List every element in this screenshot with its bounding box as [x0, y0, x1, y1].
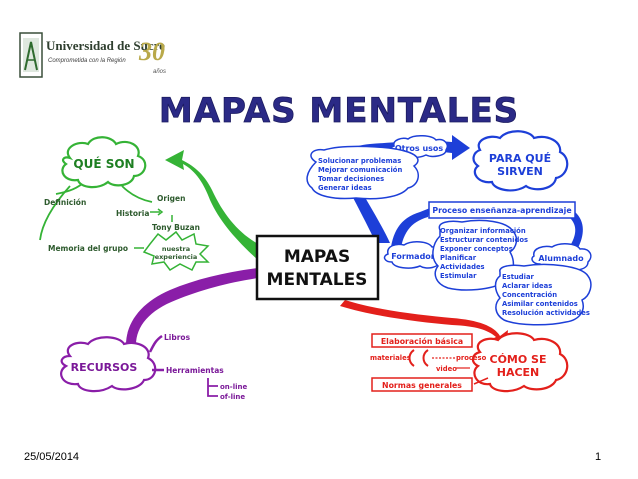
uso-item: Solucionar problemas	[318, 157, 401, 165]
materiales-label: materiales	[370, 354, 411, 362]
experiencia-line1: nuestra	[162, 245, 190, 253]
para-que-title-line1: PARA QUÉ	[489, 152, 551, 165]
recursos-cloud	[60, 336, 157, 393]
university-name: Universidad de Sucre	[46, 38, 165, 53]
que-son-cloud	[61, 136, 147, 189]
blue-sub-branch-right	[570, 212, 583, 248]
normas-label: Normas generales	[382, 381, 462, 390]
formador-item: Estimular	[440, 272, 477, 280]
university-tagline: Comprometida con la Región	[48, 58, 126, 64]
formador-label: Formador	[391, 252, 435, 261]
anniversary-suffix: años	[153, 69, 166, 75]
formador-item: Actividades	[440, 263, 485, 271]
recursos-branch: RECURSOS Libros Herramientas on-line of-…	[60, 333, 247, 401]
uso-item: Generar ideas	[318, 184, 372, 192]
alumnado-label: Alumnado	[538, 254, 584, 263]
center-label-line1: MAPAS	[284, 247, 350, 267]
para-que-branch: PARA QUÉ SIRVEN Otros usos Solucionar pr…	[306, 130, 592, 326]
usos-bubble	[306, 145, 419, 200]
proceso-label: proceso	[456, 354, 487, 362]
slide-page-number: 1	[595, 451, 602, 463]
elaboracion-box	[371, 333, 473, 348]
uso-item: Mejorar comunicación	[318, 166, 402, 174]
slide-title: MAPAS MENTALES	[159, 91, 519, 131]
uso-item: Tomar decisiones	[318, 175, 384, 183]
experiencia-burst	[142, 230, 210, 272]
center-label-line2: MENTALES	[267, 270, 368, 290]
online-label: on-line	[220, 383, 247, 391]
experiencia-line2: experiencia	[155, 253, 198, 261]
purple-branch	[126, 268, 258, 345]
formador-item: Organizar información	[440, 227, 526, 235]
alumnado-item: Aclarar ideas	[502, 282, 552, 290]
anniversary-number: 30	[138, 37, 165, 66]
formador-item: Planificar	[440, 254, 477, 262]
libros-label: Libros	[164, 333, 191, 342]
historia-label: Historia	[116, 209, 149, 218]
formador-item: Estructurar contenidos	[440, 236, 528, 244]
origen-label: Origen	[157, 194, 185, 203]
alumnado-item: Estudiar	[502, 273, 535, 281]
como-se-title-line2: HACEN	[497, 366, 540, 379]
proceso-box	[428, 201, 576, 219]
blue-branch	[338, 135, 470, 243]
otros-usos-label: Otros usos	[395, 144, 444, 153]
proceso-label: Proceso enseñanza-aprendizaje	[432, 206, 571, 215]
que-son-branch: QUÉ SON Definición Historia Origen Tony …	[39, 136, 210, 272]
como-se-branch: CÓMO SE HACEN Elaboración básica materia…	[370, 332, 569, 393]
para-que-cloud	[472, 130, 569, 192]
offline-label: of-line	[220, 393, 245, 401]
que-son-title: QUÉ SON	[73, 156, 134, 171]
video-label: video	[436, 365, 457, 373]
recursos-title: RECURSOS	[71, 361, 138, 374]
como-se-title-line1: CÓMO SE	[490, 353, 547, 366]
alumnado-item: Resolución actividades	[502, 309, 590, 317]
como-se-cloud	[471, 332, 569, 393]
center-node: MAPAS MENTALES	[255, 234, 380, 301]
herramientas-label: Herramientas	[166, 366, 224, 375]
university-logo: Universidad de Sucre Comprometida con la…	[19, 32, 166, 78]
definicion-label: Definición	[44, 198, 86, 207]
memoria-label: Memoria del grupo	[48, 244, 128, 253]
red-branch	[340, 300, 508, 352]
slide-date: 25/05/2014	[24, 451, 80, 463]
alumnado-item: Concentración	[502, 291, 557, 299]
normas-box	[371, 377, 473, 392]
para-que-title-line2: SIRVEN	[497, 165, 543, 178]
alumnado-items-bubble	[494, 263, 592, 326]
blue-sub-branch	[390, 208, 430, 255]
formador-item: Exponer conceptos	[440, 245, 513, 253]
tony-buzan-label: Tony Buzan	[152, 223, 200, 232]
alumnado-item: Asimilar contenidos	[502, 300, 578, 308]
elaboracion-label: Elaboración básica	[381, 337, 463, 346]
green-branch	[165, 150, 262, 262]
